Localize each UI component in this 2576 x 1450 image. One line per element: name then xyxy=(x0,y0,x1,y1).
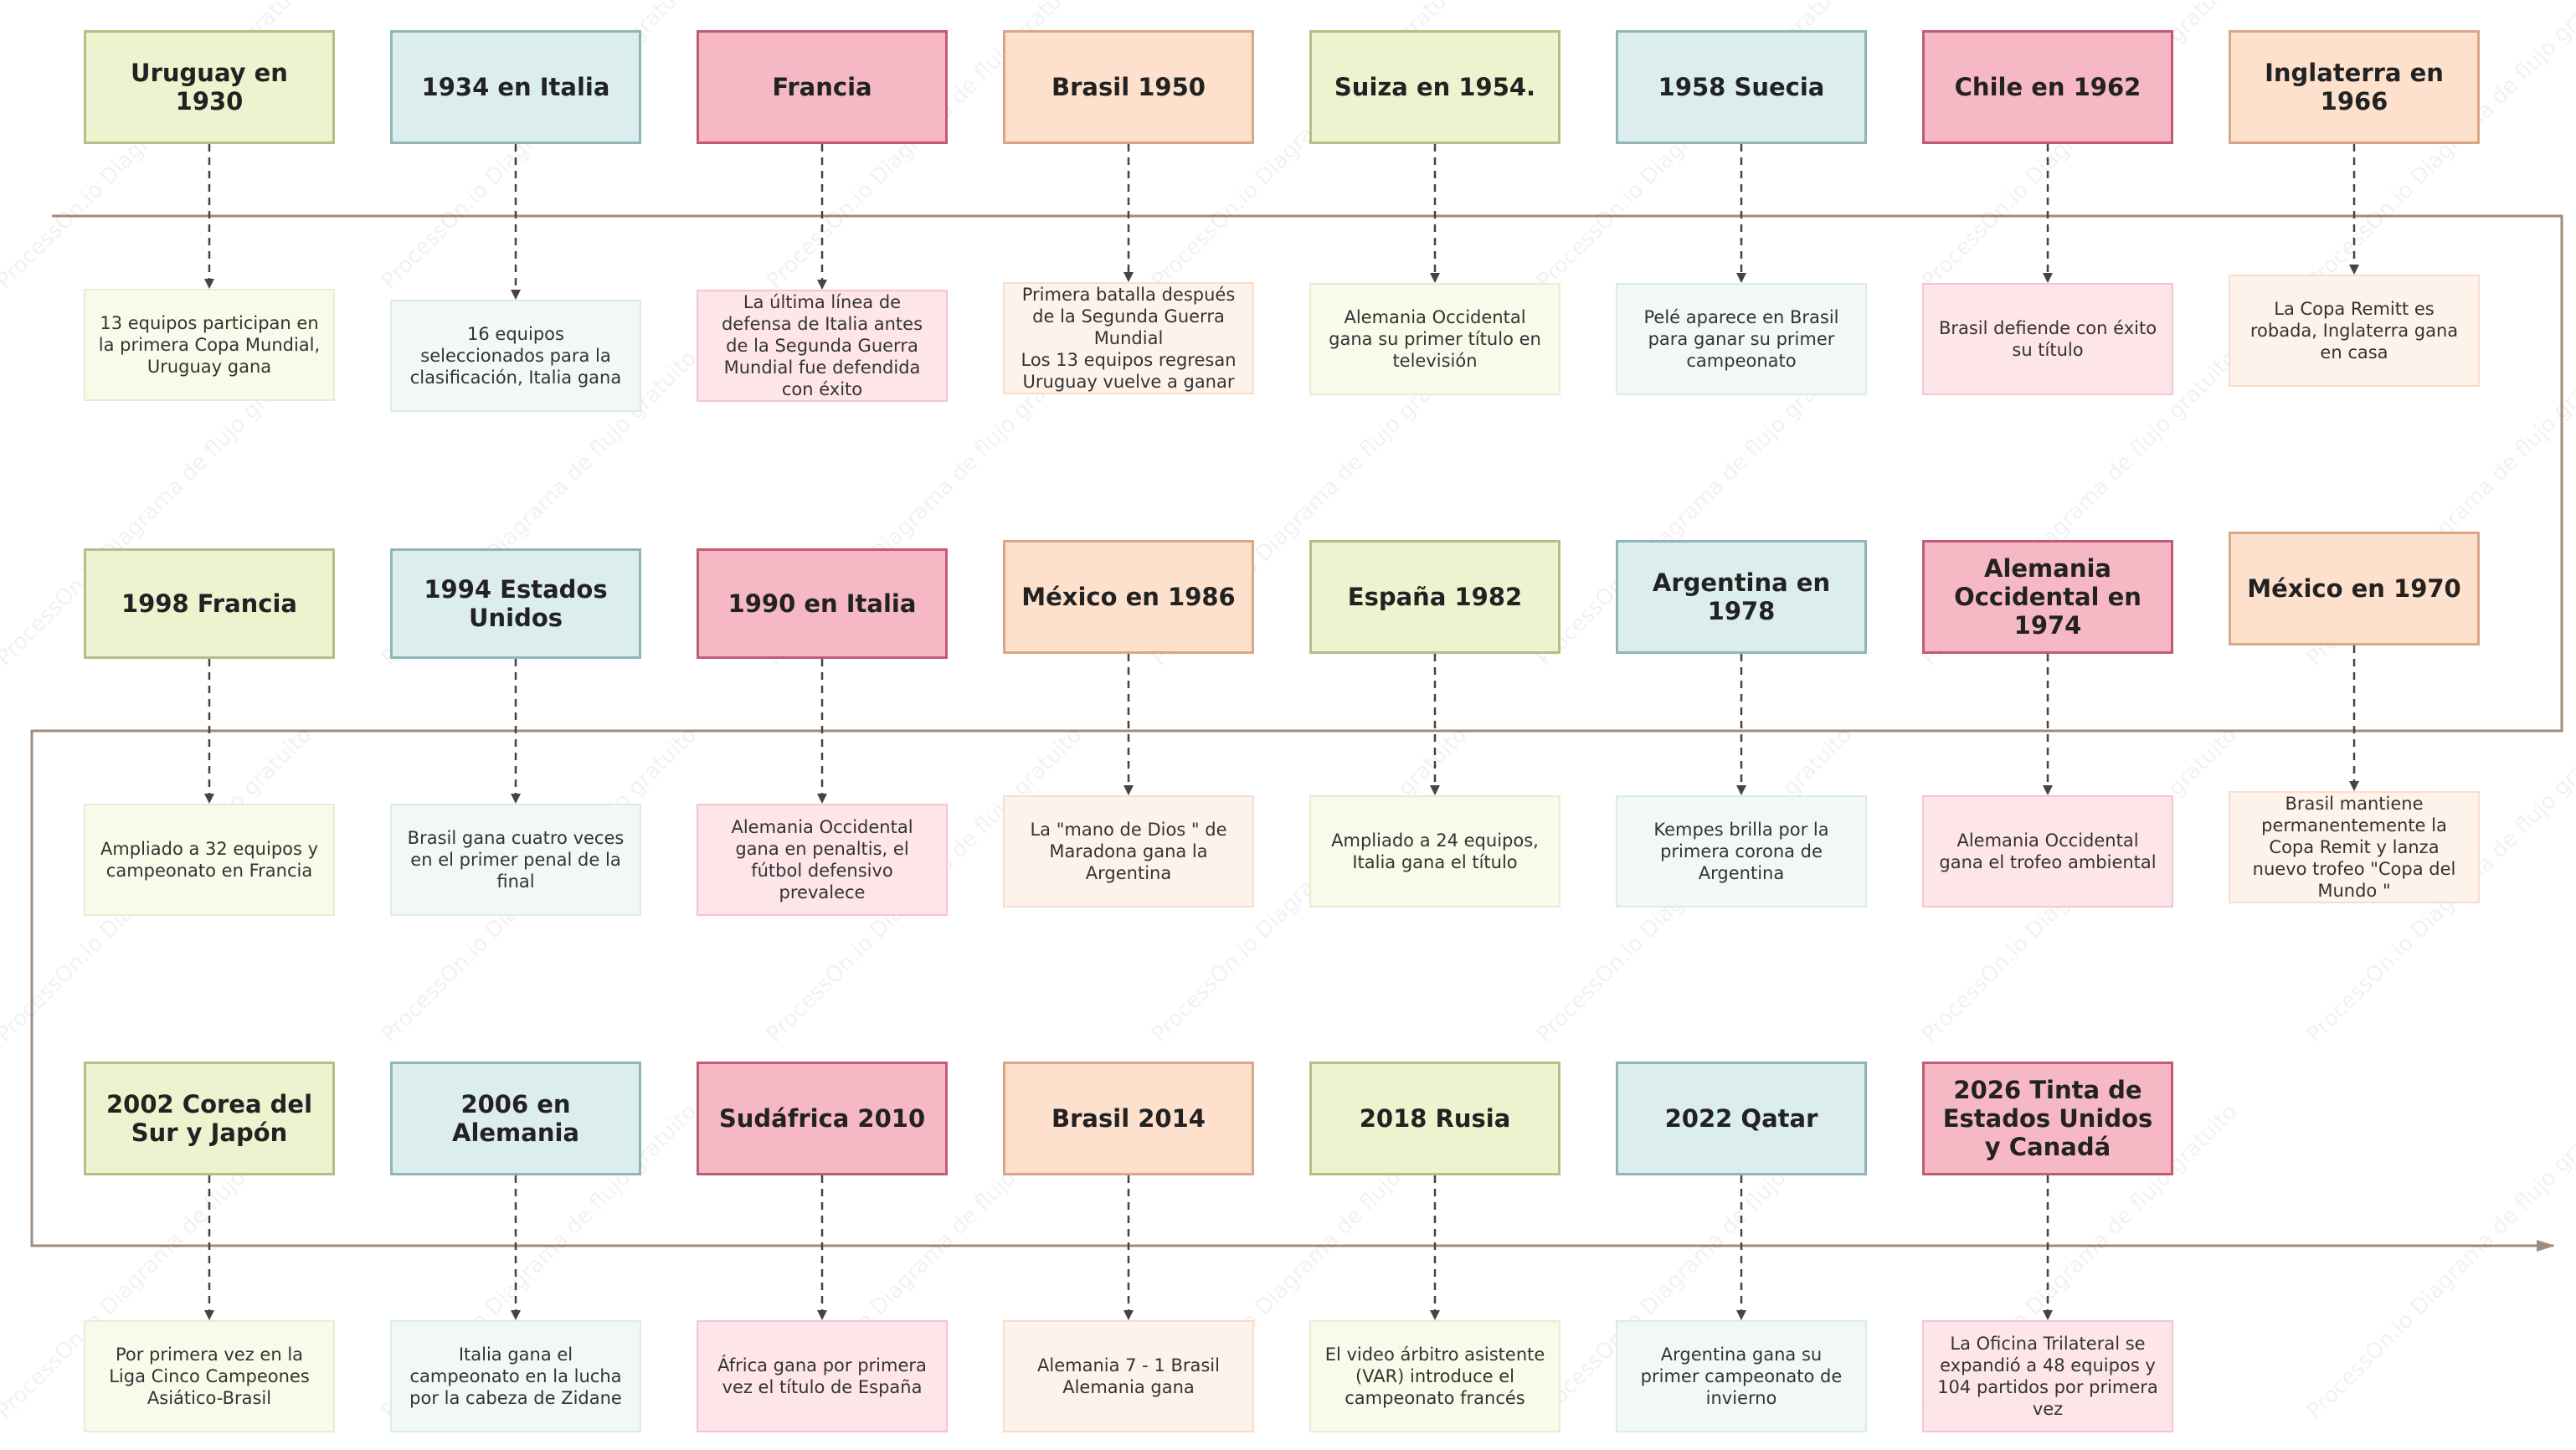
event-title: 1958 Suecia xyxy=(1616,30,1867,144)
event-description: Primera batalla después de la Segunda Gu… xyxy=(1003,282,1254,394)
event-description: La última línea de defensa de Italia ant… xyxy=(697,290,948,402)
event-title: 1934 en Italia xyxy=(390,30,641,144)
event-title: Brasil 1950 xyxy=(1003,30,1254,144)
event-description: La Oficina Trilateral se expandió a 48 e… xyxy=(1922,1320,2173,1432)
event-title: 2022 Qatar xyxy=(1616,1062,1867,1175)
event-title: 2018 Rusia xyxy=(1309,1062,1561,1175)
event-description: Brasil mantiene permanentemente la Copa … xyxy=(2229,791,2480,903)
event-title: 1994 Estados Unidos xyxy=(390,548,641,659)
event-description: África gana por primera vez el título de… xyxy=(697,1320,948,1432)
event-title: Suiza en 1954. xyxy=(1309,30,1561,144)
event-title: España 1982 xyxy=(1309,540,1561,654)
event-description: Ampliado a 24 equipos, Italia gana el tí… xyxy=(1309,795,1561,908)
event-description: La "mano de Dios " de Maradona gana la A… xyxy=(1003,795,1254,908)
event-description: Kempes brilla por la primera corona de A… xyxy=(1616,795,1867,908)
event-description: Italia gana el campeonato en la lucha po… xyxy=(390,1320,641,1432)
event-description: Alemania Occidental gana su primer títul… xyxy=(1309,283,1561,395)
event-title: Chile en 1962 xyxy=(1922,30,2173,144)
event-title: Sudáfrica 2010 xyxy=(697,1062,948,1175)
event-description: Brasil gana cuatro veces en el primer pe… xyxy=(390,804,641,916)
event-description: 16 equipos seleccionados para la clasifi… xyxy=(390,300,641,412)
event-description: Alemania 7 - 1 Brasil Alemania gana xyxy=(1003,1320,1254,1432)
event-description: Ampliado a 32 equipos y campeonato en Fr… xyxy=(84,804,335,916)
event-title: Francia xyxy=(697,30,948,144)
event-title: 2026 Tinta de Estados Unidos y Canadá xyxy=(1922,1062,2173,1175)
event-description: El video árbitro asistente (VAR) introdu… xyxy=(1309,1320,1561,1432)
event-title: 1998 Francia xyxy=(84,548,335,659)
event-description: 13 equipos participan en la primera Copa… xyxy=(84,289,335,401)
event-title: Inglaterra en 1966 xyxy=(2229,30,2480,144)
event-title: Brasil 2014 xyxy=(1003,1062,1254,1175)
event-title: Argentina en 1978 xyxy=(1616,540,1867,654)
event-title: 2006 en Alemania xyxy=(390,1062,641,1175)
event-title: 1990 en Italia xyxy=(697,548,948,659)
event-title: 2002 Corea del Sur y Japón xyxy=(84,1062,335,1175)
event-description: Alemania Occidental gana en penaltis, el… xyxy=(697,804,948,916)
event-description: La Copa Remitt es robada, Inglaterra gan… xyxy=(2229,275,2480,387)
event-title: Uruguay en 1930 xyxy=(84,30,335,144)
event-title: México en 1986 xyxy=(1003,540,1254,654)
timeline-path xyxy=(30,214,2563,1252)
event-description: Pelé aparece en Brasil para ganar su pri… xyxy=(1616,283,1867,395)
event-title: Alemania Occidental en 1974 xyxy=(1922,540,2173,654)
event-description: Argentina gana su primer campeonato de i… xyxy=(1616,1320,1867,1432)
event-description: Por primera vez en la Liga Cinco Campeon… xyxy=(84,1320,335,1432)
event-description: Brasil defiende con éxito su título xyxy=(1922,283,2173,395)
event-description: Alemania Occidental gana el trofeo ambie… xyxy=(1922,795,2173,908)
event-title: México en 1970 xyxy=(2229,532,2480,645)
